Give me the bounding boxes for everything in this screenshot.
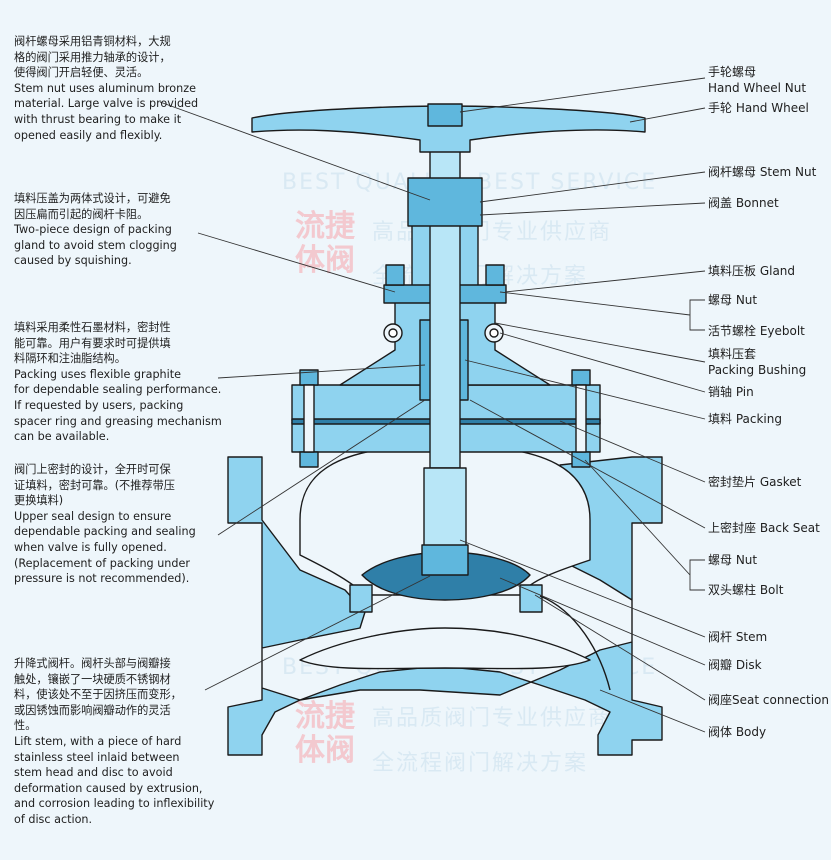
- flange-nut-left-bottom: [299, 451, 319, 468]
- gland-nut-right: [485, 264, 505, 286]
- valve-body: [227, 456, 663, 756]
- label-disk: 阀瓣 Disk: [708, 658, 762, 672]
- note-upper-seal: 阀门上密封的设计，全开时可保 证填料，密封可靠。(不推荐带压 更换填料) Upp…: [14, 463, 196, 586]
- note-stem-nut: 阀杆螺母采用铝青铜材料，大规 格的阀门采用推力轴承的设计， 使得阀门开启轻便、灵…: [14, 35, 199, 142]
- stem-nut: [407, 177, 483, 227]
- hand-wheel-nut: [427, 103, 463, 127]
- label-nut-upper: 螺母 Nut: [708, 293, 758, 307]
- label-stem-nut: 阀杆螺母 Stem Nut: [708, 165, 817, 179]
- watermark-line-3b: 全流程阀门解决方案: [372, 751, 589, 776]
- note-packing-gland: 填料压盖为两体式设计，可避免 因压扁而引起的阀杆卡阻。 Two-piece de…: [14, 192, 177, 268]
- note-packing-material: 填料采用柔性石墨材料，密封性 能可靠。用户有要求时可提供填 料隔环和注油脂结构。…: [14, 321, 222, 444]
- label-hand-wheel-nut: 手轮螺母 Hand Wheel Nut: [708, 65, 807, 95]
- watermark-line-2b: 高品质阀门专业供应商: [372, 706, 613, 731]
- seat-connection: [349, 584, 373, 613]
- flange-nut-right-bottom: [571, 451, 591, 468]
- label-stem: 阀杆 Stem: [708, 630, 768, 644]
- label-body: 阀体 Body: [708, 725, 767, 739]
- label-seat-connection: 阀座Seat connection: [708, 693, 829, 707]
- label-bonnet: 阀盖 Bonnet: [708, 196, 779, 210]
- pin-right: [489, 328, 499, 338]
- label-gasket: 密封垫片 Gasket: [708, 475, 802, 489]
- note-lift-stem: 升降式阀杆。阀杆头部与阀瓣接 触处，镶嵌了一块硬质不锈钢材 料，使该处不至于因挤…: [14, 657, 215, 826]
- label-hand-wheel: 手轮 Hand Wheel: [708, 101, 809, 115]
- seat-connection-right: [519, 584, 543, 613]
- pin-left: [388, 328, 398, 338]
- bolt-left: [303, 384, 315, 453]
- label-packing-bushing: 填料压套 Packing Bushing: [708, 347, 807, 377]
- seat-rib: [539, 595, 611, 691]
- label-packing: 填料 Packing: [708, 412, 782, 426]
- body-lower-passage: [299, 627, 591, 670]
- gland-nut-left: [385, 264, 405, 286]
- disk-holder: [421, 544, 469, 576]
- label-pin: 销轴 Pin: [708, 385, 754, 399]
- label-gland: 填料压板 Gland: [708, 264, 796, 278]
- label-back-seat: 上密封座 Back Seat: [708, 521, 820, 535]
- flange-nut-right-top: [571, 369, 591, 386]
- watermark-seal-b: 流捷 体阀: [295, 699, 355, 768]
- label-nut-lower: 螺母 Nut: [708, 553, 758, 567]
- watermark-seal: 流捷 体阀: [295, 209, 355, 278]
- hand-wheel: [251, 105, 646, 153]
- bolt-right: [575, 384, 587, 453]
- disk: [361, 551, 531, 601]
- label-eyebolt: 活节螺栓 Eyebolt: [708, 324, 805, 338]
- label-bolt: 双头螺柱 Bolt: [708, 583, 784, 597]
